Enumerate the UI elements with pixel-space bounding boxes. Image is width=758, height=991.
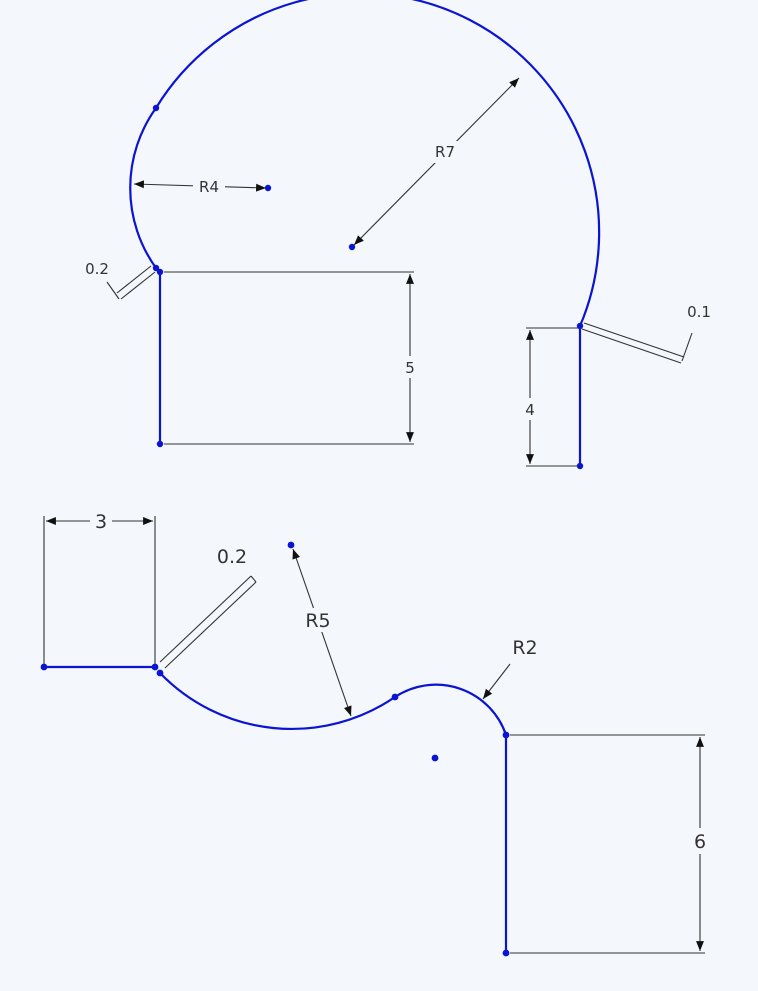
arc-r7[interactable] <box>155 0 601 327</box>
center-point-r4[interactable] <box>264 184 272 192</box>
dimension-label-r7[interactable]: R7 <box>435 143 455 161</box>
dimension-label-height-left[interactable]: 5 <box>405 359 415 377</box>
point[interactable] <box>152 104 160 112</box>
offset-line <box>120 271 156 300</box>
point[interactable] <box>502 731 510 739</box>
point[interactable] <box>391 693 399 701</box>
offset-line <box>581 328 682 364</box>
point[interactable] <box>156 669 164 677</box>
offset-line <box>583 322 685 358</box>
point[interactable] <box>156 268 164 276</box>
dimension-label-offset-right[interactable]: 0.1 <box>687 303 711 321</box>
dimension-label-width-left[interactable]: 3 <box>95 511 107 533</box>
offset-leader <box>681 332 693 362</box>
dimension-label-offset[interactable]: 0.2 <box>217 546 247 568</box>
point[interactable] <box>502 949 510 957</box>
center-point-r7[interactable] <box>348 243 356 251</box>
dimension-label-r5[interactable]: R5 <box>305 610 330 632</box>
dimension-label-r4[interactable]: R4 <box>199 178 219 196</box>
offset-line-cap <box>250 575 257 583</box>
top-sketch: 5 4 R7 R4 0.2 0.1 <box>85 0 711 470</box>
sketch-points <box>40 541 510 957</box>
center-point-r5[interactable] <box>287 541 295 549</box>
radius-leader-r5[interactable] <box>292 548 352 717</box>
point[interactable] <box>151 663 159 671</box>
dimension-label-r2[interactable]: R2 <box>512 637 537 659</box>
offset-line <box>159 575 252 663</box>
point[interactable] <box>576 462 584 470</box>
center-point-r2[interactable] <box>431 754 439 762</box>
dimension-label-offset-left[interactable]: 0.2 <box>85 260 109 278</box>
arc-r2[interactable] <box>394 683 508 736</box>
bottom-sketch: 3 0.2 R5 R2 6 <box>40 509 711 957</box>
offset-line <box>116 265 152 294</box>
arc-r5[interactable] <box>159 672 396 731</box>
point[interactable] <box>152 264 160 272</box>
point[interactable] <box>156 440 164 448</box>
offset-line <box>164 581 257 669</box>
point[interactable] <box>40 663 48 671</box>
radius-leader-r2[interactable] <box>482 663 511 700</box>
dimension-label-height-right[interactable]: 6 <box>694 831 706 853</box>
point[interactable] <box>576 322 584 330</box>
dimension-label-height-right[interactable]: 4 <box>525 401 535 419</box>
offset-leader <box>106 281 120 300</box>
arc-r4[interactable] <box>129 107 157 269</box>
sketch-points <box>152 104 584 470</box>
